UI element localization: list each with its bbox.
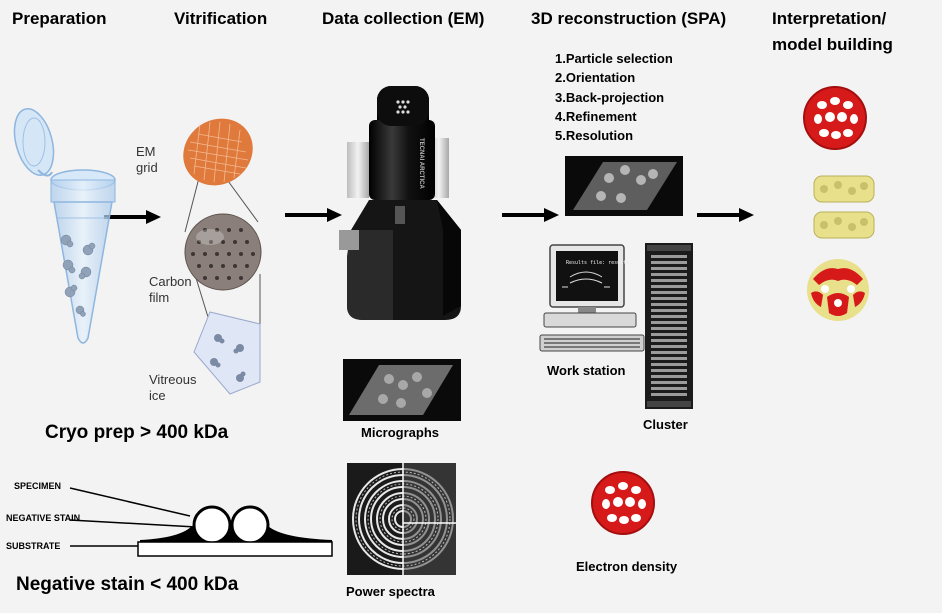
label-work-station: Work station [547,363,626,378]
header-data-collection: Data collection (EM) [322,9,485,28]
label-electron-density: Electron density [576,559,678,574]
header-reconstruction: 3D reconstruction (SPA) [531,9,727,28]
label-cryo-prep: Cryo prep > 400 kDa [45,422,229,443]
header-interpretation-line1: Interpretation/ [772,9,887,28]
label-em-grid-line2: grid [136,160,158,175]
spa-step: 3.Back-projection [555,89,665,105]
label-carbon-film-line1: Carbon [149,274,192,289]
label-cluster: Cluster [643,417,688,432]
workstation-icon [539,244,645,352]
header-interpretation-line2: model building [772,35,893,54]
label-specimen: SPECIMEN [14,481,62,491]
microscope-brand-label: TECNAI ARCTICA [418,138,424,189]
electron-microscope-icon [339,86,461,320]
label-vitreous-ice: Vitreous ice [149,372,196,404]
label-micrographs: Micrographs [361,425,440,440]
density-map-red-icon [803,86,867,150]
negative-stain-diagram [69,487,333,557]
micrograph-image [343,359,461,421]
arrow-vitrification-to-em [285,208,342,222]
label-negative-stain: Negative stain < 400 kDa [16,574,239,595]
density-map-fitted-icon [807,259,869,321]
spa-steps-list: 1.Particle selection 2.Orientation 3.Bac… [555,49,673,145]
label-substrate: SUBSTRATE [6,541,61,551]
header-vitrification: Vitrification [174,9,268,28]
sample-tube-icon [13,108,116,344]
cluster-rack-icon [645,243,693,409]
arrow-em-to-reconstruction [502,208,559,222]
label-em-grid: EM grid [136,144,158,176]
monitor-text: Results file: results. [566,260,633,266]
label-vitreous-ice-line2: ice [149,388,166,403]
label-power-spectra: Power spectra [346,584,435,599]
power-spectra-image [347,463,456,575]
em-grid-icon [183,118,253,186]
label-vitreous-ice-line1: Vitreous [149,372,197,387]
vitrification-illustration [183,118,262,395]
particle-selection-image [565,156,683,216]
label-carbon-film-line2: film [149,290,170,305]
label-carbon-film: Carbon film [149,274,192,306]
carbon-film-icon [185,214,261,290]
label-em-grid-line1: EM [136,144,156,159]
arrow-prep-to-vitrification [104,210,161,224]
spa-step: 1.Particle selection [555,51,673,66]
spa-step: 4.Refinement [555,108,637,124]
arrow-reconstruction-to-interpretation [697,208,754,222]
electron-density-icon [591,471,655,535]
header-preparation: Preparation [12,9,107,28]
vitreous-ice-icon [193,311,261,395]
density-map-yellow-icon [813,175,875,239]
spa-step: 5.Resolution [555,128,634,144]
label-negative-stain-layer: NEGATIVE STAIN [6,513,81,523]
spa-step: 2.Orientation [555,70,636,86]
